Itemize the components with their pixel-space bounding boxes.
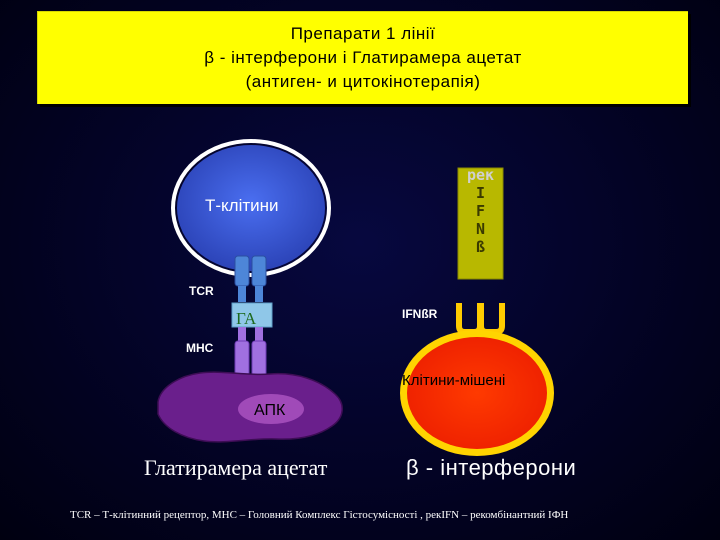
rek-letter: F [475,202,486,220]
rek-letter: ß [475,238,486,256]
tcr-label: TCR [189,284,214,298]
rek-ifn-column [457,167,504,280]
mhc-receptor [234,327,267,378]
t-cell [171,139,331,277]
mhc-label: MHC [186,341,214,355]
ifn-receptor-label: IFNßR [402,307,438,321]
caption-glatiramer: Глатирамера ацетат [144,455,328,480]
caption-interferons: β - інтерферони [406,455,577,480]
title-line-3: (антиген- и цитокінотерапія) [245,72,481,91]
title-box: Препарати 1 лінії β - інтерферони і Глат… [37,11,688,104]
rek-letter: рек [466,166,495,184]
apc-nucleus [238,394,304,424]
title-line-2: β - інтерферони і Глатирамера ацетат [204,48,522,67]
rek-ifn-label: рек I F N ß [458,166,503,256]
ga-label: ГА [236,309,257,328]
title-line-1: Препарати 1 лінії [290,24,436,43]
ga-block [231,302,273,328]
tcr-receptor [234,255,267,302]
rek-letter: N [475,220,486,238]
apc-label: АПК [254,402,286,419]
target-cell [400,330,554,456]
t-cell-body [177,145,325,271]
target-cell-body [407,337,547,449]
footnote: TCR – Т-клітинний рецептор, MHC – Головн… [70,509,569,521]
rek-letter: I [475,184,486,202]
ifn-receptor [456,303,505,335]
t-cell-membrane [171,139,331,277]
target-cells-label: Клітини-мішені [402,372,506,389]
t-cell-label: Т-клітини [205,196,279,215]
